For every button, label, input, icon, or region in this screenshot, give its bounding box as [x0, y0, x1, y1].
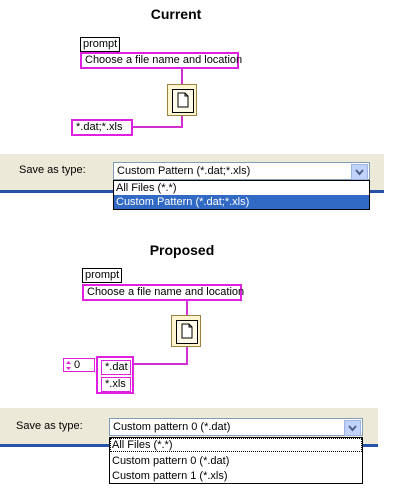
- save-as-type-select[interactable]: Custom pattern 0 (*.dat): [109, 418, 363, 436]
- save-as-type-label: Save as type:: [19, 164, 86, 176]
- option-custom-pattern-1[interactable]: Custom pattern 1 (*.xls): [112, 470, 228, 482]
- array-constant[interactable]: *.dat *.xls: [96, 356, 134, 394]
- option-custom-pattern-0[interactable]: Custom pattern 0 (*.dat): [112, 455, 230, 467]
- pattern-wire-horizontal: [132, 126, 183, 128]
- file-dialog-icon: [172, 89, 194, 113]
- file-dialog-node[interactable]: [171, 315, 201, 347]
- pattern-wire-vertical: [181, 115, 183, 128]
- pattern-wire-horizontal: [134, 363, 188, 365]
- proposed-heading: Proposed: [149, 242, 215, 258]
- save-as-type-dropdown[interactable]: All Files (*.*) Custom pattern 0 (*.dat)…: [109, 437, 363, 484]
- array-index-value: 0: [74, 359, 81, 371]
- save-as-type-select[interactable]: Custom Pattern (*.dat;*.xls): [113, 162, 370, 180]
- array-index-control[interactable]: 0: [63, 358, 95, 372]
- pattern-string-constant[interactable]: *.dat;*.xls: [71, 119, 133, 136]
- prompt-string-constant[interactable]: Choose a file name and location: [82, 284, 244, 301]
- array-element-0[interactable]: *.dat: [101, 360, 131, 375]
- pattern-wire-vertical: [186, 347, 188, 365]
- chevron-down-icon[interactable]: [351, 164, 368, 180]
- file-dialog-node[interactable]: [167, 84, 197, 116]
- option-custom-pattern[interactable]: Custom Pattern (*.dat;*.xls): [114, 195, 369, 209]
- prompt-wire: [186, 301, 188, 315]
- option-all-files[interactable]: All Files (*.*): [110, 438, 362, 452]
- selected-type: Custom pattern 0 (*.dat): [113, 421, 231, 433]
- save-as-type-label: Save as type:: [16, 420, 83, 432]
- prompt-wire: [181, 69, 183, 84]
- save-as-type-dropdown[interactable]: All Files (*.*) Custom Pattern (*.dat;*.…: [113, 180, 370, 210]
- chevron-down-icon[interactable]: [344, 420, 361, 436]
- option-all-files[interactable]: All Files (*.*): [116, 182, 177, 194]
- prompt-string-constant[interactable]: Choose a file name and location: [80, 52, 242, 69]
- current-heading: Current: [150, 6, 202, 22]
- file-dialog-icon: [176, 320, 198, 344]
- array-element-1[interactable]: *.xls: [101, 377, 131, 392]
- prompt-label: prompt: [82, 268, 123, 283]
- selected-type: Custom Pattern (*.dat;*.xls): [117, 165, 251, 177]
- prompt-label: prompt: [80, 37, 121, 52]
